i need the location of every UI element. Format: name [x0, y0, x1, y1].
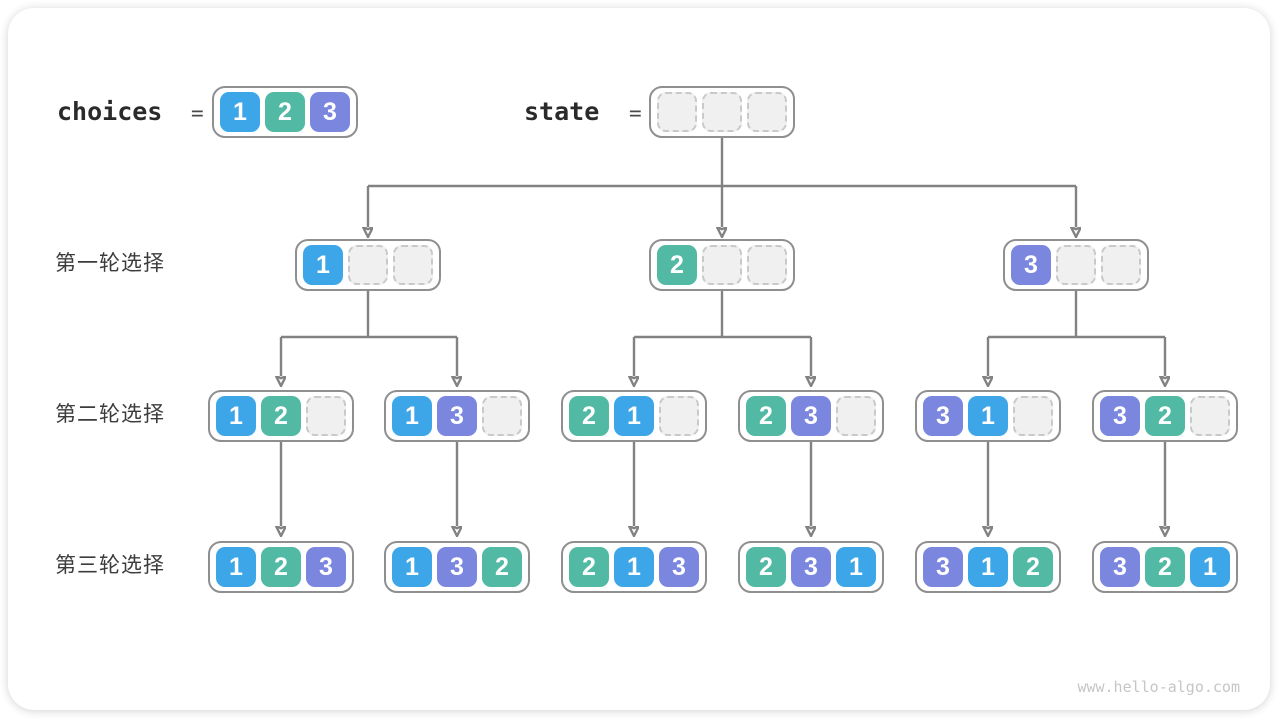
tree-node: 3 1	[915, 390, 1061, 442]
round3-label: 第三轮选择	[55, 554, 165, 577]
state-array	[649, 86, 795, 138]
node-cell	[393, 245, 433, 285]
node-cell: 1	[1190, 547, 1230, 587]
tree-node: 2 3 1	[738, 541, 884, 593]
node-cell: 3	[1100, 547, 1140, 587]
node-cell: 2	[1013, 547, 1053, 587]
node-cell	[747, 245, 787, 285]
tree-node: 2 3	[738, 390, 884, 442]
node-cell: 3	[1100, 396, 1140, 436]
tree-node: 3 2 1	[1092, 541, 1238, 593]
node-cell: 2	[1145, 396, 1185, 436]
node-cell: 2	[569, 547, 609, 587]
node-cell: 2	[482, 547, 522, 587]
node-cell	[659, 396, 699, 436]
node-cell: 1	[614, 396, 654, 436]
tree-node: 1 3 2	[384, 541, 530, 593]
tree-node: 3 2	[1092, 390, 1238, 442]
watermark: www.hello-algo.com	[1077, 678, 1240, 696]
node-cell	[306, 396, 346, 436]
node-cell: 1	[216, 396, 256, 436]
node-cell: 3	[791, 547, 831, 587]
state-equals-sign: =	[629, 101, 642, 125]
node-cell: 1	[392, 396, 432, 436]
state-cell	[747, 92, 787, 132]
node-cell: 2	[261, 547, 301, 587]
node-cell: 2	[1145, 547, 1185, 587]
node-cell: 1	[968, 547, 1008, 587]
choices-equals-sign: =	[191, 101, 204, 125]
node-cell: 2	[746, 547, 786, 587]
tree-node: 1 2 3	[208, 541, 354, 593]
tree-node: 3 1 2	[915, 541, 1061, 593]
node-cell: 3	[659, 547, 699, 587]
choices-array: 1 2 3	[212, 86, 358, 138]
state-cell	[702, 92, 742, 132]
state-label: state	[524, 97, 600, 126]
node-cell	[348, 245, 388, 285]
node-cell	[1056, 245, 1096, 285]
node-cell: 1	[392, 547, 432, 587]
node-cell: 1	[968, 396, 1008, 436]
choices-label: choices	[57, 97, 163, 126]
node-cell: 2	[261, 396, 301, 436]
round1-label: 第一轮选择	[55, 252, 165, 275]
state-cell	[657, 92, 697, 132]
node-cell: 2	[746, 396, 786, 436]
node-cell	[702, 245, 742, 285]
node-cell: 3	[923, 396, 963, 436]
node-cell: 1	[614, 547, 654, 587]
node-cell: 1	[216, 547, 256, 587]
node-cell: 3	[306, 547, 346, 587]
node-cell	[1101, 245, 1141, 285]
tree-node: 1	[295, 239, 441, 291]
choices-cell: 1	[220, 92, 260, 132]
node-cell	[1013, 396, 1053, 436]
tree-node: 1 3	[384, 390, 530, 442]
node-cell: 1	[836, 547, 876, 587]
round2-label: 第二轮选择	[55, 403, 165, 426]
node-cell: 3	[1011, 245, 1051, 285]
node-cell: 3	[923, 547, 963, 587]
node-cell: 2	[569, 396, 609, 436]
choices-cell: 2	[265, 92, 305, 132]
node-cell	[836, 396, 876, 436]
node-cell	[1190, 396, 1230, 436]
node-cell: 3	[791, 396, 831, 436]
tree-node: 3	[1003, 239, 1149, 291]
connector-trunks	[281, 138, 1165, 339]
tree-node: 2 1	[561, 390, 707, 442]
node-cell: 2	[657, 245, 697, 285]
tree-node: 1 2	[208, 390, 354, 442]
node-cell: 3	[437, 396, 477, 436]
node-cell: 3	[437, 547, 477, 587]
choices-cell: 3	[310, 92, 350, 132]
tree-node: 2 1 3	[561, 541, 707, 593]
node-cell	[482, 396, 522, 436]
tree-node: 2	[649, 239, 795, 291]
node-cell: 1	[303, 245, 343, 285]
